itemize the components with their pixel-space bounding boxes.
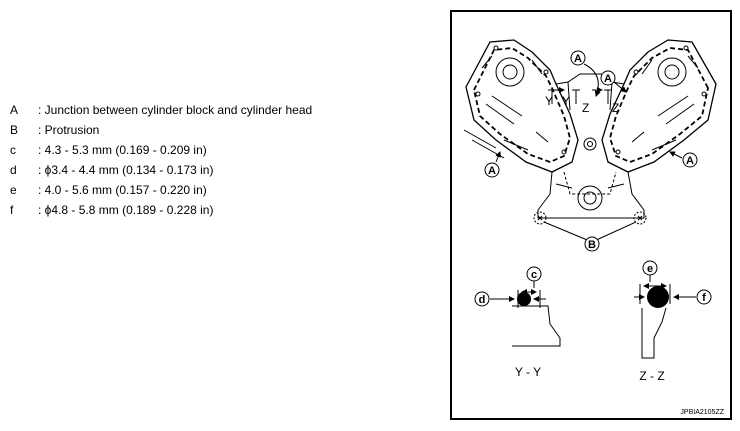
legend-text: : ϕ3.4 - 4.4 mm (0.134 - 0.173 in) bbox=[38, 163, 214, 177]
callout-a-label: A bbox=[488, 165, 496, 177]
figure-code: JPBIA2105ZZ bbox=[680, 409, 724, 416]
legend-text: : ϕ4.8 - 5.8 mm (0.189 - 0.228 in) bbox=[38, 203, 214, 217]
section-marker-z-right: Z bbox=[612, 101, 619, 115]
callout-a-left: A bbox=[463, 129, 505, 178]
callout-a-upper-right: A bbox=[600, 70, 627, 93]
section-marker-z-left: Z bbox=[582, 101, 589, 115]
legend-row-c: c : 4.3 - 5.3 mm (0.169 - 0.209 in) bbox=[10, 140, 312, 160]
legend-key: d bbox=[10, 163, 17, 177]
legend-row-e: e : 4.0 - 5.6 mm (0.157 - 0.220 in) bbox=[10, 180, 312, 200]
callout-e-label: e bbox=[647, 263, 653, 275]
callout-f-label: f bbox=[702, 292, 706, 304]
legend-row-b: B : Protrusion bbox=[10, 120, 312, 140]
callout-d-label: d bbox=[479, 294, 486, 306]
section-label-yy: Y - Y bbox=[515, 365, 541, 379]
section-markers bbox=[548, 87, 612, 104]
section-label-zz: Z - Z bbox=[639, 369, 664, 383]
legend-key: B bbox=[10, 123, 19, 137]
callout-a-label: A bbox=[574, 53, 582, 65]
legend-key: A bbox=[10, 103, 19, 117]
callout-c-label: c bbox=[531, 269, 537, 281]
legend-text: : Protrusion bbox=[38, 123, 100, 137]
section-marker-y-right: Y bbox=[562, 94, 570, 108]
engine-diagram-figure: Y Y Z Z A A A A bbox=[450, 10, 732, 420]
legend-key: f bbox=[10, 203, 14, 217]
legend-list: A : Junction between cylinder block and … bbox=[10, 100, 312, 220]
legend-row-f: f : ϕ4.8 - 5.8 mm (0.189 - 0.228 in) bbox=[10, 200, 312, 220]
callout-a-label: A bbox=[604, 73, 612, 85]
legend-text: : 4.0 - 5.6 mm (0.157 - 0.220 in) bbox=[38, 183, 207, 197]
legend-key: e bbox=[10, 183, 17, 197]
engine-block-drawing bbox=[465, 39, 717, 225]
callout-a-label: A bbox=[686, 155, 694, 167]
legend-text: : 4.3 - 5.3 mm (0.169 - 0.209 in) bbox=[38, 143, 207, 157]
legend-row-a: A : Junction between cylinder block and … bbox=[10, 100, 312, 120]
legend-row-d: d : ϕ3.4 - 4.4 mm (0.134 - 0.173 in) bbox=[10, 160, 312, 180]
callout-a-right: A bbox=[669, 151, 698, 168]
callout-b: B bbox=[543, 221, 637, 252]
callout-b-label: B bbox=[588, 239, 596, 251]
callout-a-top: A bbox=[570, 50, 601, 97]
engine-diagram-svg: Y Y Z Z A A A A bbox=[463, 39, 725, 416]
section-marker-y-left: Y bbox=[545, 94, 553, 108]
section-zz-detail: e f Z - Z bbox=[634, 260, 712, 383]
section-yy-detail: c d Y - Y bbox=[474, 266, 561, 379]
legend-text: : Junction between cylinder block and cy… bbox=[38, 103, 313, 117]
legend-key: c bbox=[10, 143, 16, 157]
